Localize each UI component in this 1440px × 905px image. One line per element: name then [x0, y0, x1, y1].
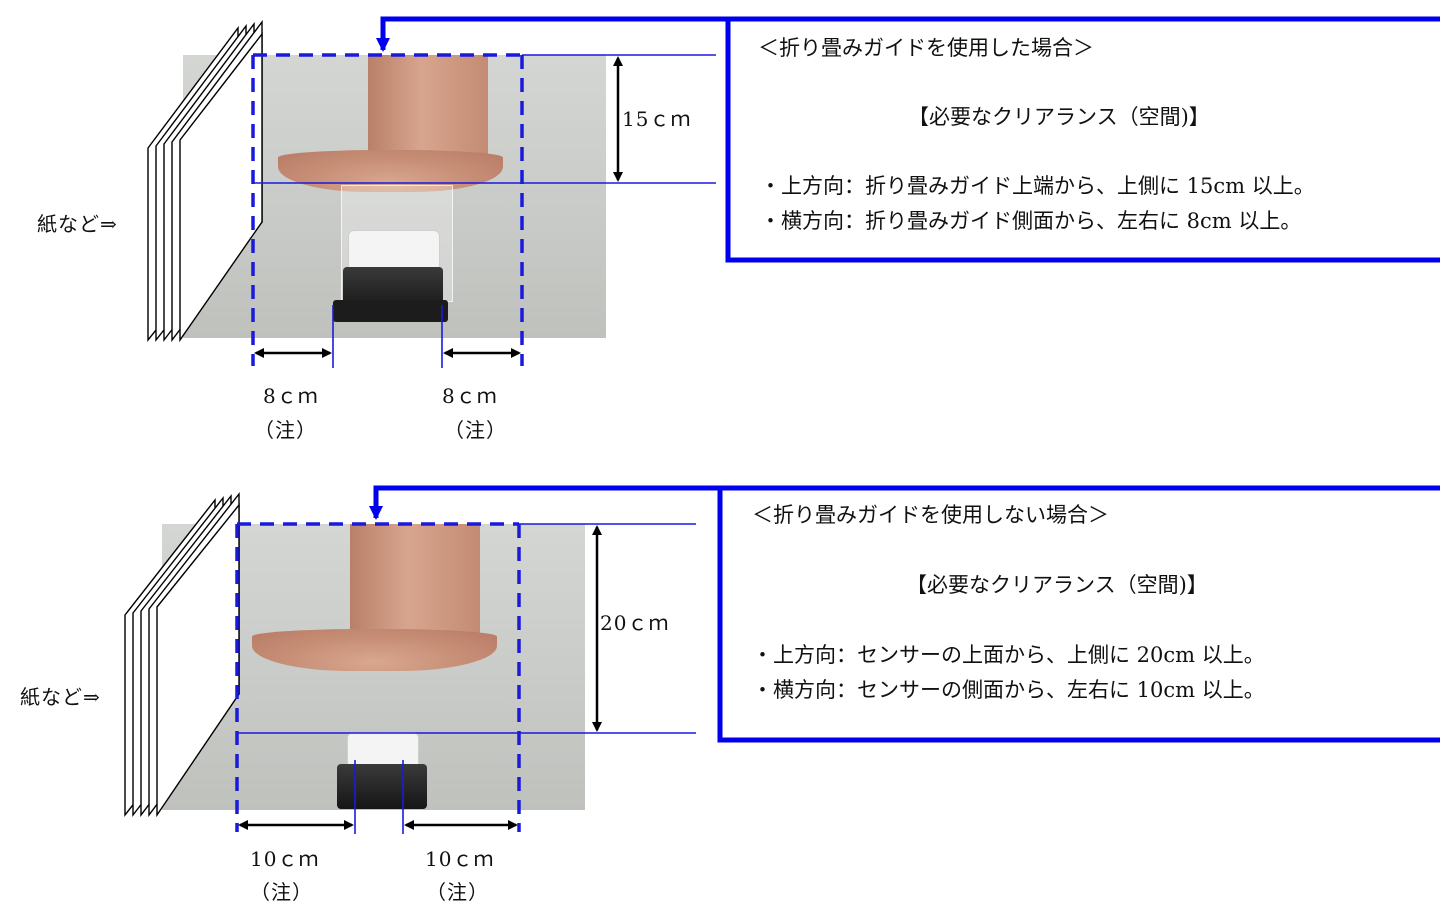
paper-label: 紙など⇒	[37, 212, 118, 236]
clearance-box-top	[251, 53, 524, 366]
callout-line-1: ・上方向：折り畳みガイド上端から、上側に 15cm 以上。	[760, 174, 1315, 198]
callout-box-top	[725, 16, 1440, 263]
hand-palm	[252, 629, 497, 671]
callout-box-bottom	[717, 485, 1440, 743]
note-left: （注）	[250, 880, 313, 904]
paper-label: 紙など⇒	[20, 685, 101, 709]
note-right: （注）	[426, 880, 489, 904]
note-left: （注）	[254, 418, 317, 442]
sensor-base	[333, 300, 448, 322]
hand-arm	[350, 524, 480, 644]
clearance-box-bottom	[235, 522, 521, 832]
callout-title: ＜折り畳みガイドを使用した場合＞	[758, 36, 1094, 60]
paper-stack-icon	[147, 19, 263, 343]
callout-line-1: ・上方向：センサーの上面から、上側に 20cm 以上。	[752, 643, 1265, 667]
vertical-dimension-label: 20ｃｍ	[600, 611, 670, 635]
connector-top	[376, 16, 728, 52]
callout-line-2: ・横方向：折り畳みガイド側面から、左右に 8cm 以上。	[760, 209, 1302, 233]
note-right: （注）	[444, 418, 507, 442]
callout-heading: 【必要なクリアランス（空間)】	[908, 105, 1210, 129]
callout-title: ＜折り畳みガイドを使用しない場合＞	[752, 503, 1109, 527]
paper-stack-icon	[124, 491, 240, 818]
hand-arm	[368, 55, 488, 165]
left-dimension-label: 8ｃｍ	[263, 384, 319, 408]
connector-bottom	[369, 485, 720, 520]
callout-heading: 【必要なクリアランス（空間)】	[906, 573, 1208, 597]
callout-line-2: ・横方向：センサーの側面から、左右に 10cm 以上。	[752, 678, 1265, 702]
left-dimension-label: 10ｃｍ	[250, 847, 320, 871]
right-dimension-label: 8ｃｍ	[442, 384, 498, 408]
vertical-dimension-label: 15ｃｍ	[622, 107, 692, 131]
sensor-top	[348, 230, 440, 272]
sensor-body	[337, 764, 427, 809]
right-dimension-label: 10ｃｍ	[425, 847, 495, 871]
